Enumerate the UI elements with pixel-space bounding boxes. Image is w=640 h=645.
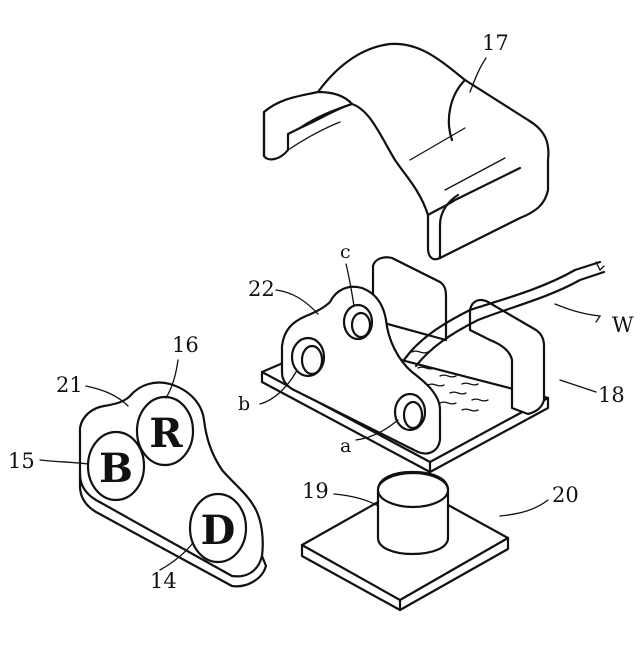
label-a: a bbox=[340, 435, 351, 457]
holder-part bbox=[262, 257, 604, 472]
button-letter-r: R bbox=[149, 410, 183, 457]
label-14: 14 bbox=[150, 569, 177, 593]
label-20: 20 bbox=[552, 483, 579, 507]
label-c: c bbox=[340, 241, 351, 263]
label-17: 17 bbox=[482, 31, 509, 55]
sensor-board-part bbox=[302, 472, 508, 610]
cover-part bbox=[264, 44, 548, 259]
label-16: 16 bbox=[172, 333, 199, 357]
label-15: 15 bbox=[8, 449, 35, 473]
label-22: 22 bbox=[248, 277, 275, 301]
label-21: 21 bbox=[56, 373, 83, 397]
label-18: 18 bbox=[598, 383, 625, 407]
label-b: b bbox=[238, 393, 250, 415]
button-letter-d: D bbox=[201, 507, 236, 554]
label-w: W bbox=[612, 313, 634, 337]
button-letter-b: B bbox=[99, 445, 133, 492]
label-19: 19 bbox=[302, 479, 329, 503]
